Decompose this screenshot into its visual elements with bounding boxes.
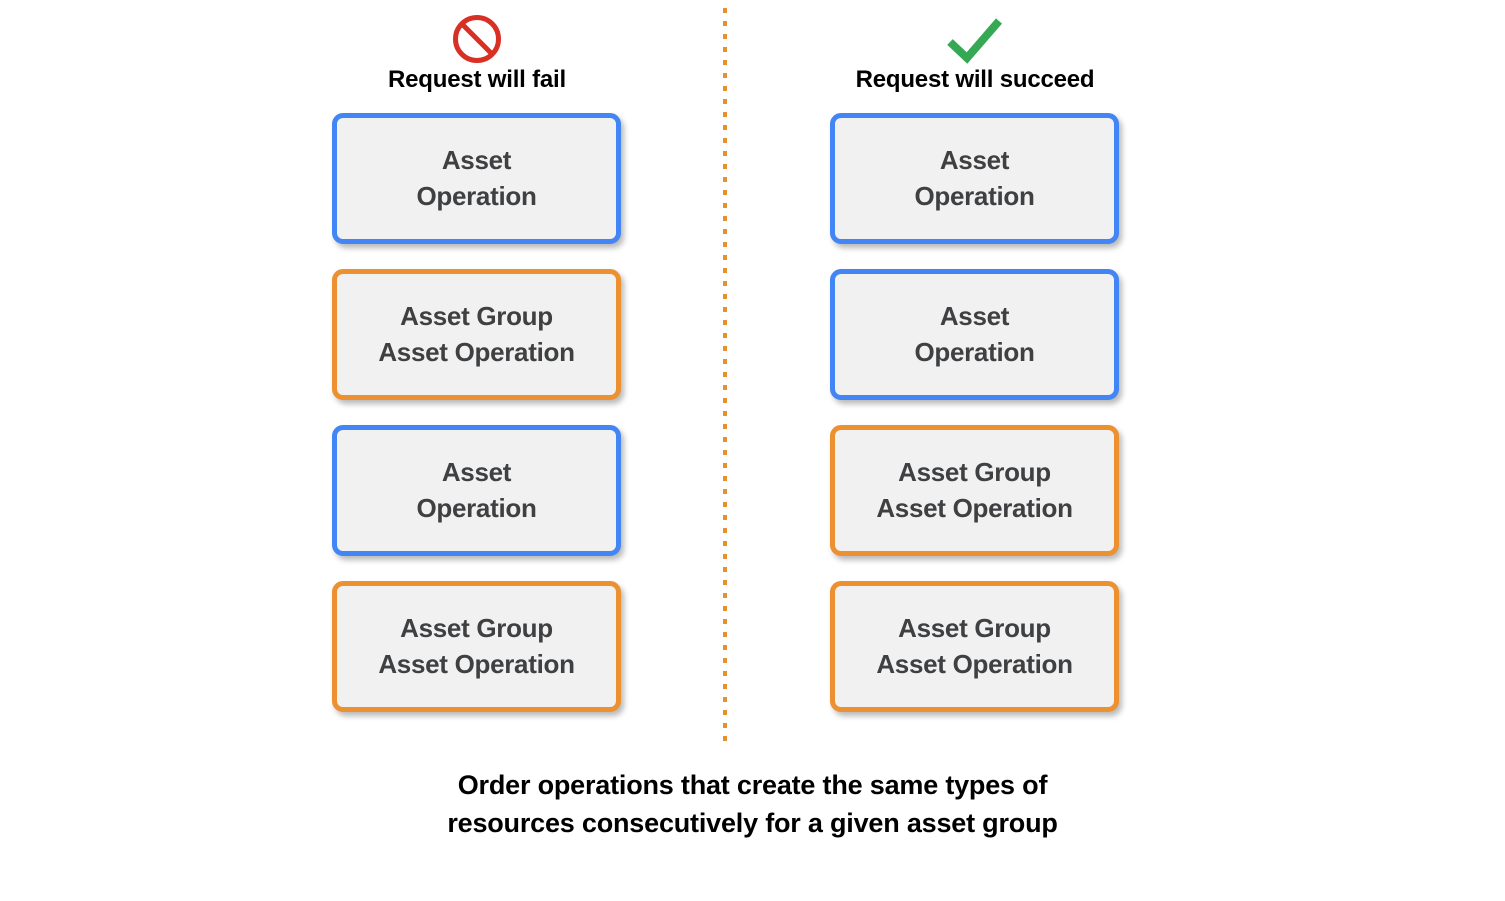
operation-box[interactable]: Asset Group Asset Operation <box>332 269 621 400</box>
diagram-caption: Order operations that create the same ty… <box>447 770 1058 839</box>
operation-box[interactable]: Asset Group Asset Operation <box>830 425 1119 556</box>
column-fail-box-list: Asset Operation Asset Group Asset Operat… <box>332 113 622 712</box>
operation-box-label: Asset Operation <box>416 144 537 211</box>
column-succeed-box-list: Asset Operation Asset Operation Asset Gr… <box>830 113 1120 712</box>
operation-box[interactable]: Asset Operation <box>830 113 1119 244</box>
operation-box[interactable]: Asset Group Asset Operation <box>830 581 1119 712</box>
prohibition-icon <box>451 10 503 68</box>
operation-box-label: Asset Operation <box>914 144 1035 211</box>
column-divider <box>723 8 727 741</box>
checkmark-icon <box>944 10 1006 68</box>
operation-box-label: Asset Group Asset Operation <box>876 456 1073 523</box>
operation-box-label: Asset Operation <box>416 456 537 523</box>
operation-box-label: Asset Operation <box>914 300 1035 367</box>
operation-box[interactable]: Asset Operation <box>332 425 621 556</box>
operation-box[interactable]: Asset Group Asset Operation <box>332 581 621 712</box>
column-fail-label: Request will fail <box>388 66 566 93</box>
operation-box[interactable]: Asset Operation <box>830 269 1119 400</box>
column-succeed-label: Request will succeed <box>855 66 1095 93</box>
operation-box-label: Asset Group Asset Operation <box>876 612 1073 679</box>
column-fail-header: Request will fail <box>332 10 622 113</box>
column-fail: Request will fail Asset Operation Asset … <box>332 10 622 712</box>
column-succeed: Request will succeed Asset Operation Ass… <box>830 10 1120 712</box>
columns-container: Request will fail Asset Operation Asset … <box>332 10 1120 712</box>
operation-box[interactable]: Asset Operation <box>332 113 621 244</box>
column-succeed-header: Request will succeed <box>830 10 1120 113</box>
operation-box-label: Asset Group Asset Operation <box>378 300 575 367</box>
operation-box-label: Asset Group Asset Operation <box>378 612 575 679</box>
